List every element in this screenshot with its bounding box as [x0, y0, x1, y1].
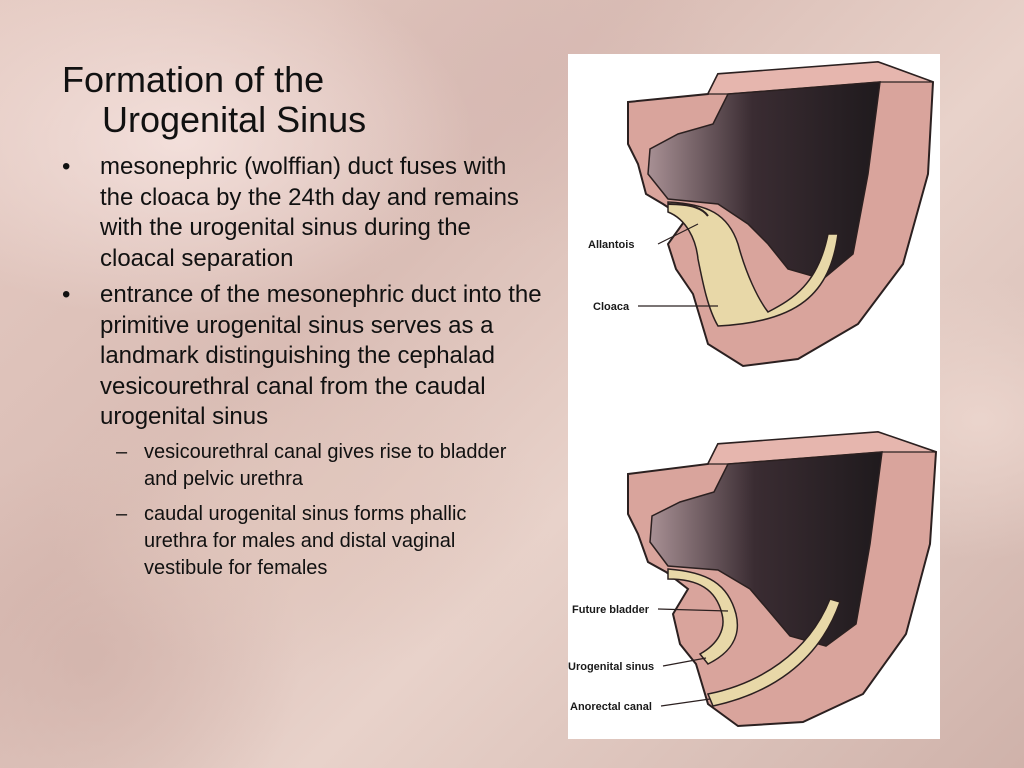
allantois-duct [667, 203, 709, 217]
slide-title: Formation of the Urogenital Sinus [62, 60, 542, 140]
bullet-text: mesonephric (wolffian) duct fuses with t… [100, 153, 519, 272]
future-bladder-leader [657, 608, 729, 612]
bullet-marker: • [62, 153, 71, 180]
embryo-figure: Allantois Cloaca Future bladder Urogenit… [568, 54, 940, 739]
sub-bullet-list: – vesicourethral canal gives rise to bla… [100, 439, 542, 582]
sub-bullet-item: – vesicourethral canal gives rise to bla… [100, 439, 524, 493]
bullet-text: entrance of the mesonephric duct into th… [100, 281, 542, 430]
bladder-canal-bottom [667, 568, 739, 665]
sub-bullet-item: – caudal urogenital sinus forms phallic … [100, 501, 524, 582]
bullet-list: • mesonephric (wolffian) duct fuses with… [62, 152, 542, 590]
cloaca-canal-top [667, 201, 839, 327]
allantois-leader [657, 223, 699, 245]
bullet-item: • entrance of the mesonephric duct into … [62, 280, 542, 582]
urogenital-sinus-leader [662, 657, 707, 667]
label-anorectal-canal: Anorectal canal [570, 701, 652, 713]
anorectal-canal-bottom [706, 598, 841, 707]
sub-bullet-text: vesicourethral canal gives rise to bladd… [144, 440, 507, 490]
sub-bullet-marker: – [116, 440, 128, 463]
title-line-2: Urogenital Sinus [102, 99, 367, 140]
anorectal-canal-leader [660, 698, 711, 707]
lumen-bottom [649, 451, 883, 647]
label-cloaca: Cloaca [593, 301, 630, 313]
title-line-1: Formation of the [62, 59, 325, 100]
sub-bullet-text: caudal urogenital sinus forms phallic ur… [144, 502, 467, 579]
embryo-illustration: Allantois Cloaca Future bladder Urogenit… [568, 60, 938, 728]
label-future-bladder: Future bladder [572, 604, 650, 616]
embryo-top: Allantois Cloaca [588, 60, 935, 368]
bullet-item: • mesonephric (wolffian) duct fuses with… [62, 152, 542, 274]
bullet-marker: • [62, 281, 71, 308]
label-urogenital-sinus: Urogenital sinus [568, 661, 654, 673]
lumen-top [647, 81, 881, 280]
label-allantois: Allantois [588, 239, 634, 251]
sub-bullet-marker: – [116, 502, 128, 525]
embryo-bottom: Future bladder Urogenital sinus Anorecta… [568, 430, 938, 728]
